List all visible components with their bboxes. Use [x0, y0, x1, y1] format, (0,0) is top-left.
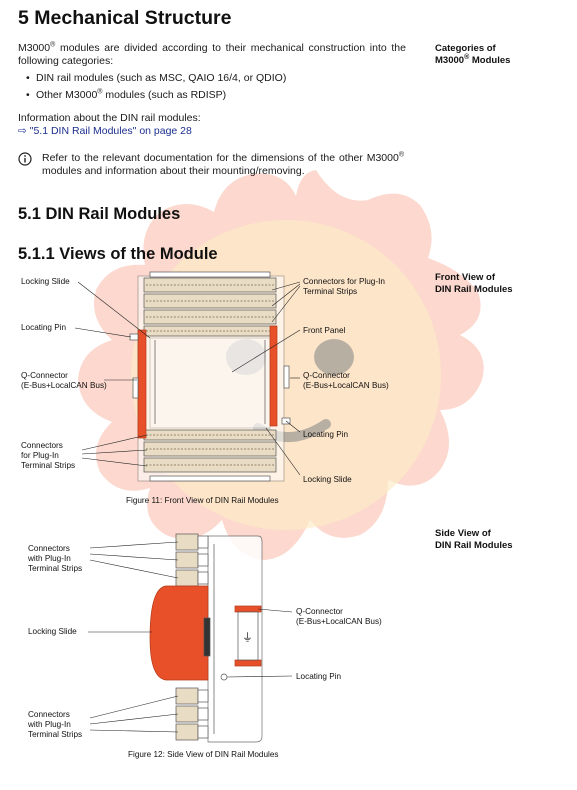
side-view-diagram: ⏚	[88, 533, 293, 743]
label-side-connectors-top: Connectors with Plug-In Terminal Strips	[28, 544, 82, 574]
label-line: Q-Connector	[21, 371, 68, 380]
side-note-line: M3000® Modules	[435, 53, 511, 67]
locking-slide-top	[149, 271, 271, 278]
locating-pin-side	[220, 673, 228, 681]
category-list: DIN rail modules (such as MSC, QAIO 16/4…	[24, 72, 414, 102]
label-side-q-connector: Q-Connector (E-Bus+LocalCAN Bus)	[296, 607, 382, 627]
side-note-line: DIN Rail Modules	[435, 284, 513, 295]
label-q-connector-right: Q-Connector (E-Bus+LocalCAN Bus)	[303, 371, 389, 391]
section-heading-5-1: 5.1 DIN Rail Modules	[18, 205, 181, 223]
registered-mark: ®	[398, 151, 404, 159]
top-side-connectors	[175, 533, 209, 587]
q-connector-side-bottom	[234, 659, 262, 667]
locking-slide-shape	[149, 585, 209, 681]
ground-icon: ⏚	[242, 631, 253, 644]
label-line: (E-Bus+LocalCAN Bus)	[296, 617, 382, 626]
list-item-text: DIN rail modules (such as MSC, QAIO 16/4…	[36, 72, 287, 84]
label-line: Connectors	[28, 710, 70, 719]
label-line: (E-Bus+LocalCAN Bus)	[303, 381, 389, 390]
label-line: with Plug-In	[28, 554, 71, 563]
side-note-text: M3000	[435, 55, 465, 66]
top-terminal-strips	[143, 277, 277, 337]
note-text-2: modules and information about their moun…	[42, 165, 305, 177]
label-locking-slide-left: Locking Slide	[21, 277, 70, 286]
intro-paragraph: M3000® modules are divided according to …	[18, 42, 406, 68]
section-heading-5-1-1: 5.1.1 Views of the Module	[18, 245, 218, 263]
locking-slide-bottom	[149, 475, 271, 482]
label-line: Terminal Strips	[303, 287, 358, 296]
bottom-terminal-strips	[143, 429, 277, 473]
note-text: Refer to the relevant documentation for …	[42, 152, 404, 178]
registered-mark: ®	[50, 41, 56, 49]
list-item: DIN rail modules (such as MSC, QAIO 16/4…	[24, 72, 414, 85]
page-heading: 5 Mechanical Structure	[18, 7, 232, 29]
info-line: Information about the DIN rail modules:	[18, 112, 201, 124]
label-locating-pin-left: Locating Pin	[21, 323, 67, 332]
leader-lines	[74, 281, 301, 476]
intro-text-1: M3000	[18, 42, 51, 54]
label-side-connectors-bottom: Connectors with Plug-In Terminal Strips	[28, 710, 82, 740]
label-locking-slide-right: Locking Slide	[303, 475, 352, 484]
q-connector-left	[137, 329, 147, 439]
figure-12-caption: Figure 12: Side View of DIN Rail Modules	[128, 750, 279, 759]
label-front-panel: Front Panel	[303, 326, 346, 335]
label-line: Q-Connector	[296, 607, 343, 616]
label-line: Q-Connector	[303, 371, 350, 380]
front-view-diagram	[74, 271, 301, 482]
side-note-side-view: Side View of DIN Rail Modules	[435, 528, 513, 552]
info-circle-icon	[18, 152, 32, 166]
side-note-front-view: Front View of DIN Rail Modules	[435, 272, 513, 296]
intro-text-2: modules are divided according to their m…	[18, 42, 406, 67]
label-locating-pin-right: Locating Pin	[303, 430, 349, 439]
label-side-locating-pin: Locating Pin	[296, 672, 342, 681]
bottom-side-connectors	[175, 687, 209, 741]
side-note-line: Side View of	[435, 528, 491, 539]
label-line: Terminal Strips	[28, 564, 83, 573]
registered-mark: ®	[97, 88, 103, 96]
label-line: (E-Bus+LocalCAN Bus)	[21, 381, 107, 390]
side-note-line: Front View of	[435, 272, 495, 283]
side-leader-lines	[88, 541, 293, 733]
locating-pin-left	[129, 333, 139, 341]
side-note-line: DIN Rail Modules	[435, 540, 513, 551]
figure-11-caption: Figure 11: Front View of DIN Rail Module…	[126, 496, 279, 505]
module-side-body	[207, 535, 263, 743]
label-line: Connectors for Plug-In	[303, 277, 385, 286]
list-item: Other M3000® modules (such as RDISP)	[24, 88, 414, 103]
label-connectors-left: Connectors for Plug-In Terminal Strips	[21, 441, 75, 471]
label-line: Terminal Strips	[21, 461, 76, 470]
list-item-text: Other M3000	[36, 89, 98, 101]
section-link[interactable]: ⇨ "5.1 DIN Rail Modules" on page 28	[18, 125, 192, 138]
note-text-1: Refer to the relevant documentation for …	[42, 152, 399, 164]
arrow-right-icon: ⇨	[18, 125, 27, 137]
label-line: Connectors	[28, 544, 70, 553]
label-line: with Plug-In	[28, 720, 71, 729]
q-connector-side-top	[234, 605, 262, 613]
list-item-text-post: modules (such as RDISP)	[102, 89, 227, 101]
label-line: for Plug-In	[21, 451, 59, 460]
label-connectors-right: Connectors for Plug-In Terminal Strips	[303, 277, 385, 297]
label-side-locking-slide: Locking Slide	[28, 627, 77, 636]
right-eye-icon	[314, 339, 354, 375]
side-note-line: Categories of	[435, 43, 496, 54]
q-connector-right	[269, 325, 278, 427]
registered-mark: ®	[464, 53, 470, 61]
section-link-text[interactable]: "5.1 DIN Rail Modules" on page 28	[29, 125, 192, 137]
side-note-categories: Categories of M3000® Modules	[435, 43, 510, 67]
front-panel	[149, 337, 271, 429]
side-note-text: Modules	[469, 55, 511, 66]
label-line: Connectors	[21, 441, 63, 450]
label-line: Terminal Strips	[28, 730, 83, 739]
label-q-connector-left: Q-Connector (E-Bus+LocalCAN Bus)	[21, 371, 107, 391]
